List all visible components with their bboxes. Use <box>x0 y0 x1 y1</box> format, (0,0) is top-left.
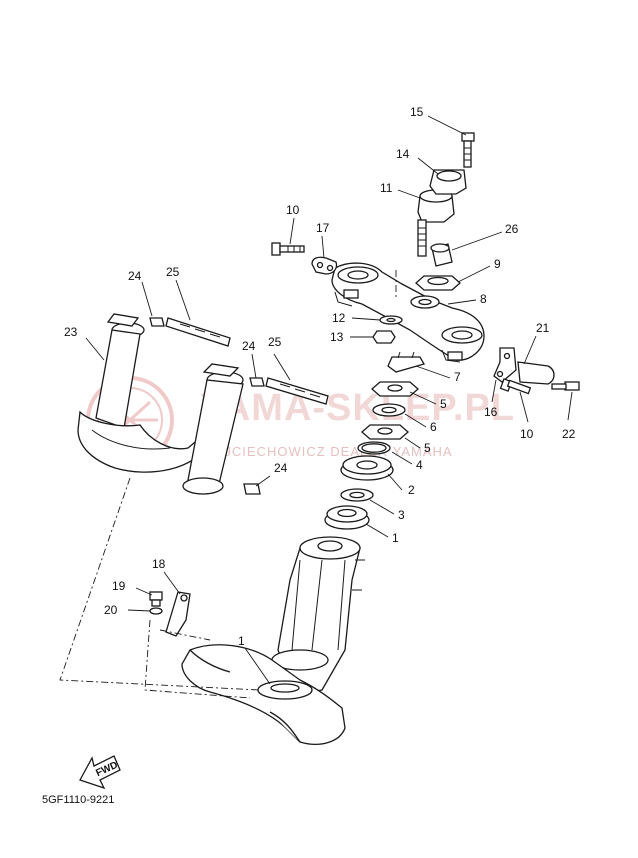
ring-nut-5a <box>371 381 419 397</box>
cap-26 <box>430 243 453 267</box>
damper-24-b <box>249 377 265 387</box>
strip-25-b <box>265 377 329 405</box>
lock-washer-6 <box>372 403 406 417</box>
callout-15: 15 <box>410 105 424 119</box>
bolt-10-right <box>499 378 532 395</box>
watermark-title: YAMA-SKLEP.PL <box>200 387 515 429</box>
callout-4: 4 <box>416 458 423 472</box>
plate-17 <box>311 256 338 275</box>
strip-25-a <box>165 317 231 347</box>
bolt-22 <box>551 381 580 391</box>
lower-bearing <box>257 680 313 700</box>
washer-12 <box>379 315 403 325</box>
bolt-15 <box>461 132 475 168</box>
callout-18: 18 <box>152 557 166 571</box>
steering-stem-lower-bracket <box>181 536 365 745</box>
callout-24-b: 24 <box>242 339 256 353</box>
callout-13: 13 <box>330 330 344 344</box>
callout-26: 26 <box>505 222 519 236</box>
callout-24-c: 24 <box>274 461 288 475</box>
fork-cover-left-23 <box>77 313 211 473</box>
upper-bearing-1 <box>324 505 370 530</box>
callout-6: 6 <box>430 420 437 434</box>
handlebar-holder-lower-11 <box>417 189 455 257</box>
nut-9 <box>415 275 461 291</box>
ring-nut-5b <box>361 424 409 440</box>
callout-24-a: 24 <box>128 269 142 283</box>
callout-17: 17 <box>316 221 330 235</box>
washer-3 <box>340 488 374 502</box>
washer-20 <box>149 607 163 615</box>
callout-2: 2 <box>408 483 415 497</box>
callout-labels: 15 14 11 10 17 26 9 8 12 13 21 7 5 6 5 4… <box>64 105 576 648</box>
bracket-16 <box>493 347 517 383</box>
callout-3: 3 <box>398 508 405 522</box>
damper-24-a <box>149 317 165 327</box>
callout-10-top: 10 <box>286 203 300 217</box>
bolt-10-top <box>271 242 305 256</box>
callout-9: 9 <box>494 257 501 271</box>
callout-7: 7 <box>454 370 461 384</box>
bearing-cover-2 <box>340 455 394 481</box>
handlebar-holder-upper-14 <box>429 169 467 195</box>
callout-16: 16 <box>484 405 498 419</box>
bracket-21 <box>517 361 555 385</box>
callout-12: 12 <box>332 311 346 325</box>
callout-10-right: 10 <box>520 427 534 441</box>
callout-25-b: 25 <box>268 335 282 349</box>
watermark: YAMA-SKLEP.PL WOJCIECHOWICZ DEALER YAMAH… <box>86 376 515 464</box>
fork-cover-right-23 <box>182 363 244 495</box>
upper-bracket-8 <box>331 262 485 363</box>
callout-19: 19 <box>112 579 126 593</box>
fwd-arrow-icon: FWD <box>79 755 121 790</box>
callout-14: 14 <box>396 147 410 161</box>
nut-13 <box>372 330 396 344</box>
callout-23: 23 <box>64 325 78 339</box>
callout-21: 21 <box>536 321 550 335</box>
callout-8: 8 <box>480 292 487 306</box>
bracket-18 <box>165 591 191 637</box>
callout-11: 11 <box>380 181 393 195</box>
callout-1-upper: 1 <box>392 531 399 545</box>
o-ring-4 <box>357 441 391 455</box>
bolt-19 <box>149 591 163 607</box>
callout-5-lower: 5 <box>424 441 431 455</box>
callout-1-lower: 1 <box>238 634 245 648</box>
callout-25-a: 25 <box>166 265 180 279</box>
claw-washer-7 <box>387 351 425 373</box>
callout-22: 22 <box>562 427 576 441</box>
leader-lines <box>59 115 573 699</box>
callout-5-upper: 5 <box>440 397 447 411</box>
drawing-code: 5GF1110-9221 <box>42 794 114 806</box>
damper-24-c <box>243 483 261 495</box>
callout-20: 20 <box>104 603 118 617</box>
watermark-subtitle: WOJCIECHOWICZ DEALER YAMAHA <box>200 444 453 459</box>
